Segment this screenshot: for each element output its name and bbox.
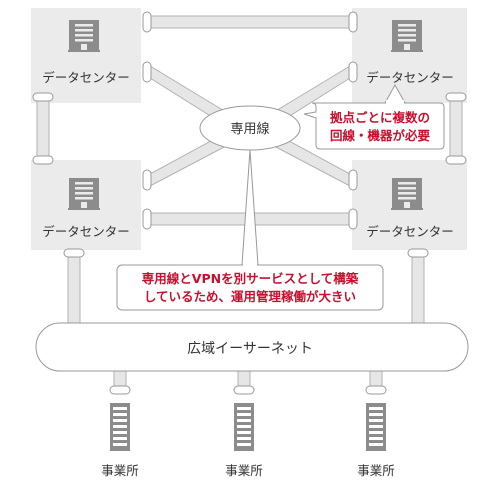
dedicated-line-label: 専用線: [230, 121, 269, 137]
wan-label: 広域イーサーネット: [187, 341, 313, 357]
datacenter-icon: [68, 20, 100, 52]
office-label: 事業所: [357, 463, 395, 478]
callout-text-line: 拠点ごとに複数の: [330, 110, 430, 125]
office-server-icon: [366, 403, 386, 451]
office-server-icon: [234, 403, 254, 451]
callout-top-right: 拠点ごとに複数の 回線・機器が必要: [303, 83, 445, 150]
dedicated-line-pipes: [36, 15, 463, 391]
office-label: 事業所: [225, 463, 263, 478]
datacenter-label: データセンター: [366, 224, 454, 239]
datacenter-label: データセンター: [366, 70, 454, 85]
office-server-icon: [110, 403, 130, 451]
datacenter-icon: [391, 20, 423, 52]
callout-center: 専用線とVPNを別サービスとして構築 しているため、運用管理稼働が大きい: [116, 149, 384, 311]
callout-text-line: しているため、運用管理稼働が大きい: [144, 289, 356, 304]
datacenter-label: データセンター: [42, 70, 130, 85]
wan-capsule: [35, 322, 469, 372]
callout-text-line: 回線・機器が必要: [330, 128, 431, 143]
datacenter-icon: [391, 178, 423, 210]
callout-text-line: 専用線とVPNを別サービスとして構築: [142, 271, 359, 286]
office-label: 事業所: [101, 463, 139, 478]
datacenter-label: データセンター: [42, 224, 130, 239]
datacenter-icon: [68, 178, 100, 210]
